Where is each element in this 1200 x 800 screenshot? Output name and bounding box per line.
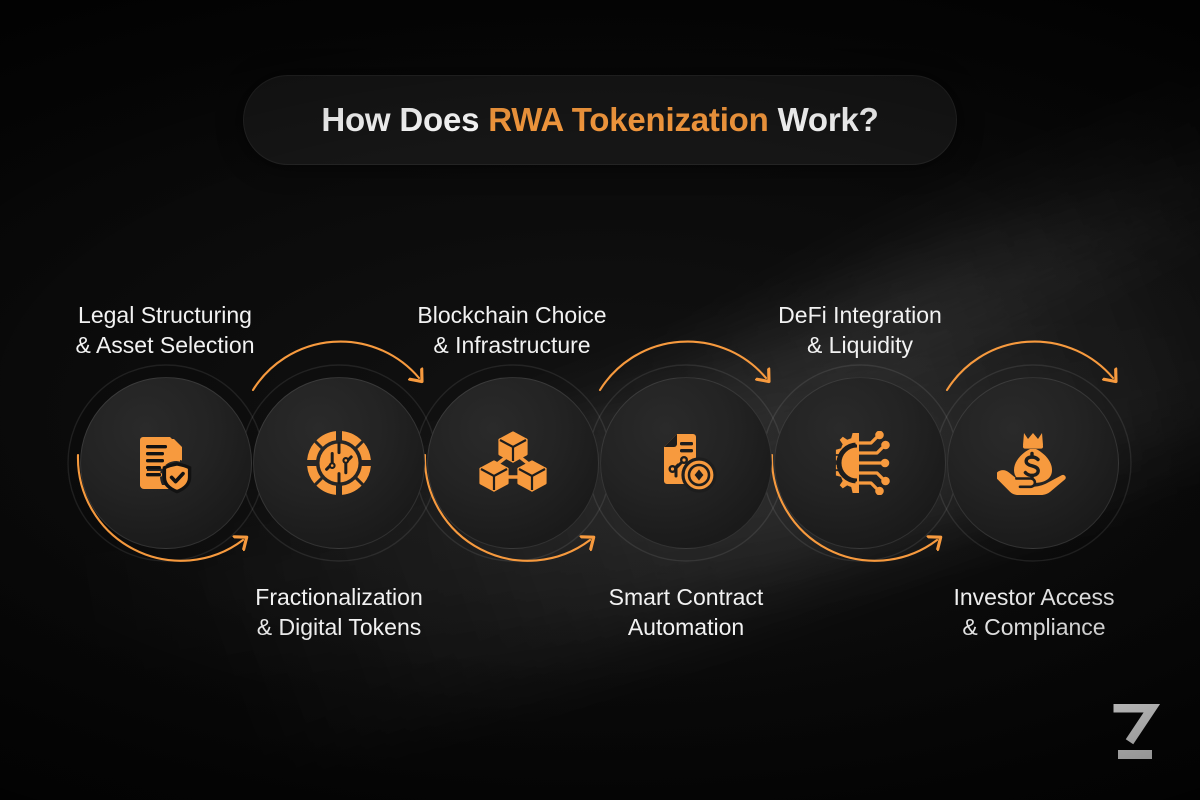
title-prefix: How Does	[321, 101, 489, 138]
token-circuit-wheel-icon	[305, 429, 373, 497]
contract-document-coin-icon	[651, 428, 721, 498]
step-circle-4[interactable]	[600, 377, 772, 549]
hand-money-bag-icon	[996, 431, 1070, 495]
page-title: How Does RWA Tokenization Work?	[321, 101, 878, 139]
step-circle-5[interactable]	[774, 377, 946, 549]
chevron-bar-logo[interactable]	[1112, 703, 1168, 766]
title-accent: RWA Tokenization	[488, 101, 769, 138]
step-circle-6[interactable]	[947, 377, 1119, 549]
step-label-6-line1: Investor Access	[953, 584, 1115, 610]
step-label-2-line1: Fractionalization	[255, 584, 423, 610]
step-label-3-line1: Blockchain Choice	[417, 302, 607, 328]
step-label-5-line1: DeFi Integration	[778, 302, 942, 328]
linked-cubes-blockchain-icon	[478, 430, 548, 496]
step-label-2-line2: & Digital Tokens	[256, 614, 422, 640]
step-label-1: Legal Structuring & Asset Selection	[5, 300, 325, 360]
step-circle-2[interactable]	[253, 377, 425, 549]
step-label-6: Investor Access & Compliance	[874, 582, 1194, 642]
step-label-4-line2: Automation	[627, 614, 745, 640]
step-label-2: Fractionalization & Digital Tokens	[179, 582, 499, 642]
step-label-6-line2: & Compliance	[962, 614, 1106, 640]
step-label-5: DeFi Integration & Liquidity	[700, 300, 1020, 360]
step-label-3: Blockchain Choice & Infrastructure	[352, 300, 672, 360]
step-label-4: Smart Contract Automation	[526, 582, 846, 642]
logo-mark	[1113, 703, 1161, 759]
step-label-3-line2: & Infrastructure	[433, 332, 591, 358]
step-label-1-line2: & Asset Selection	[75, 332, 255, 358]
step-label-1-line1: Legal Structuring	[78, 302, 252, 328]
step-circle-1[interactable]	[80, 377, 252, 549]
step-label-5-line2: & Liquidity	[806, 332, 914, 358]
step-label-4-line1: Smart Contract	[608, 584, 764, 610]
step-circle-3[interactable]	[427, 377, 599, 549]
title-pill: How Does RWA Tokenization Work?	[243, 75, 957, 165]
document-shield-check-icon	[130, 427, 202, 499]
title-suffix: Work?	[768, 101, 879, 138]
gear-circuit-nodes-icon	[824, 431, 896, 495]
